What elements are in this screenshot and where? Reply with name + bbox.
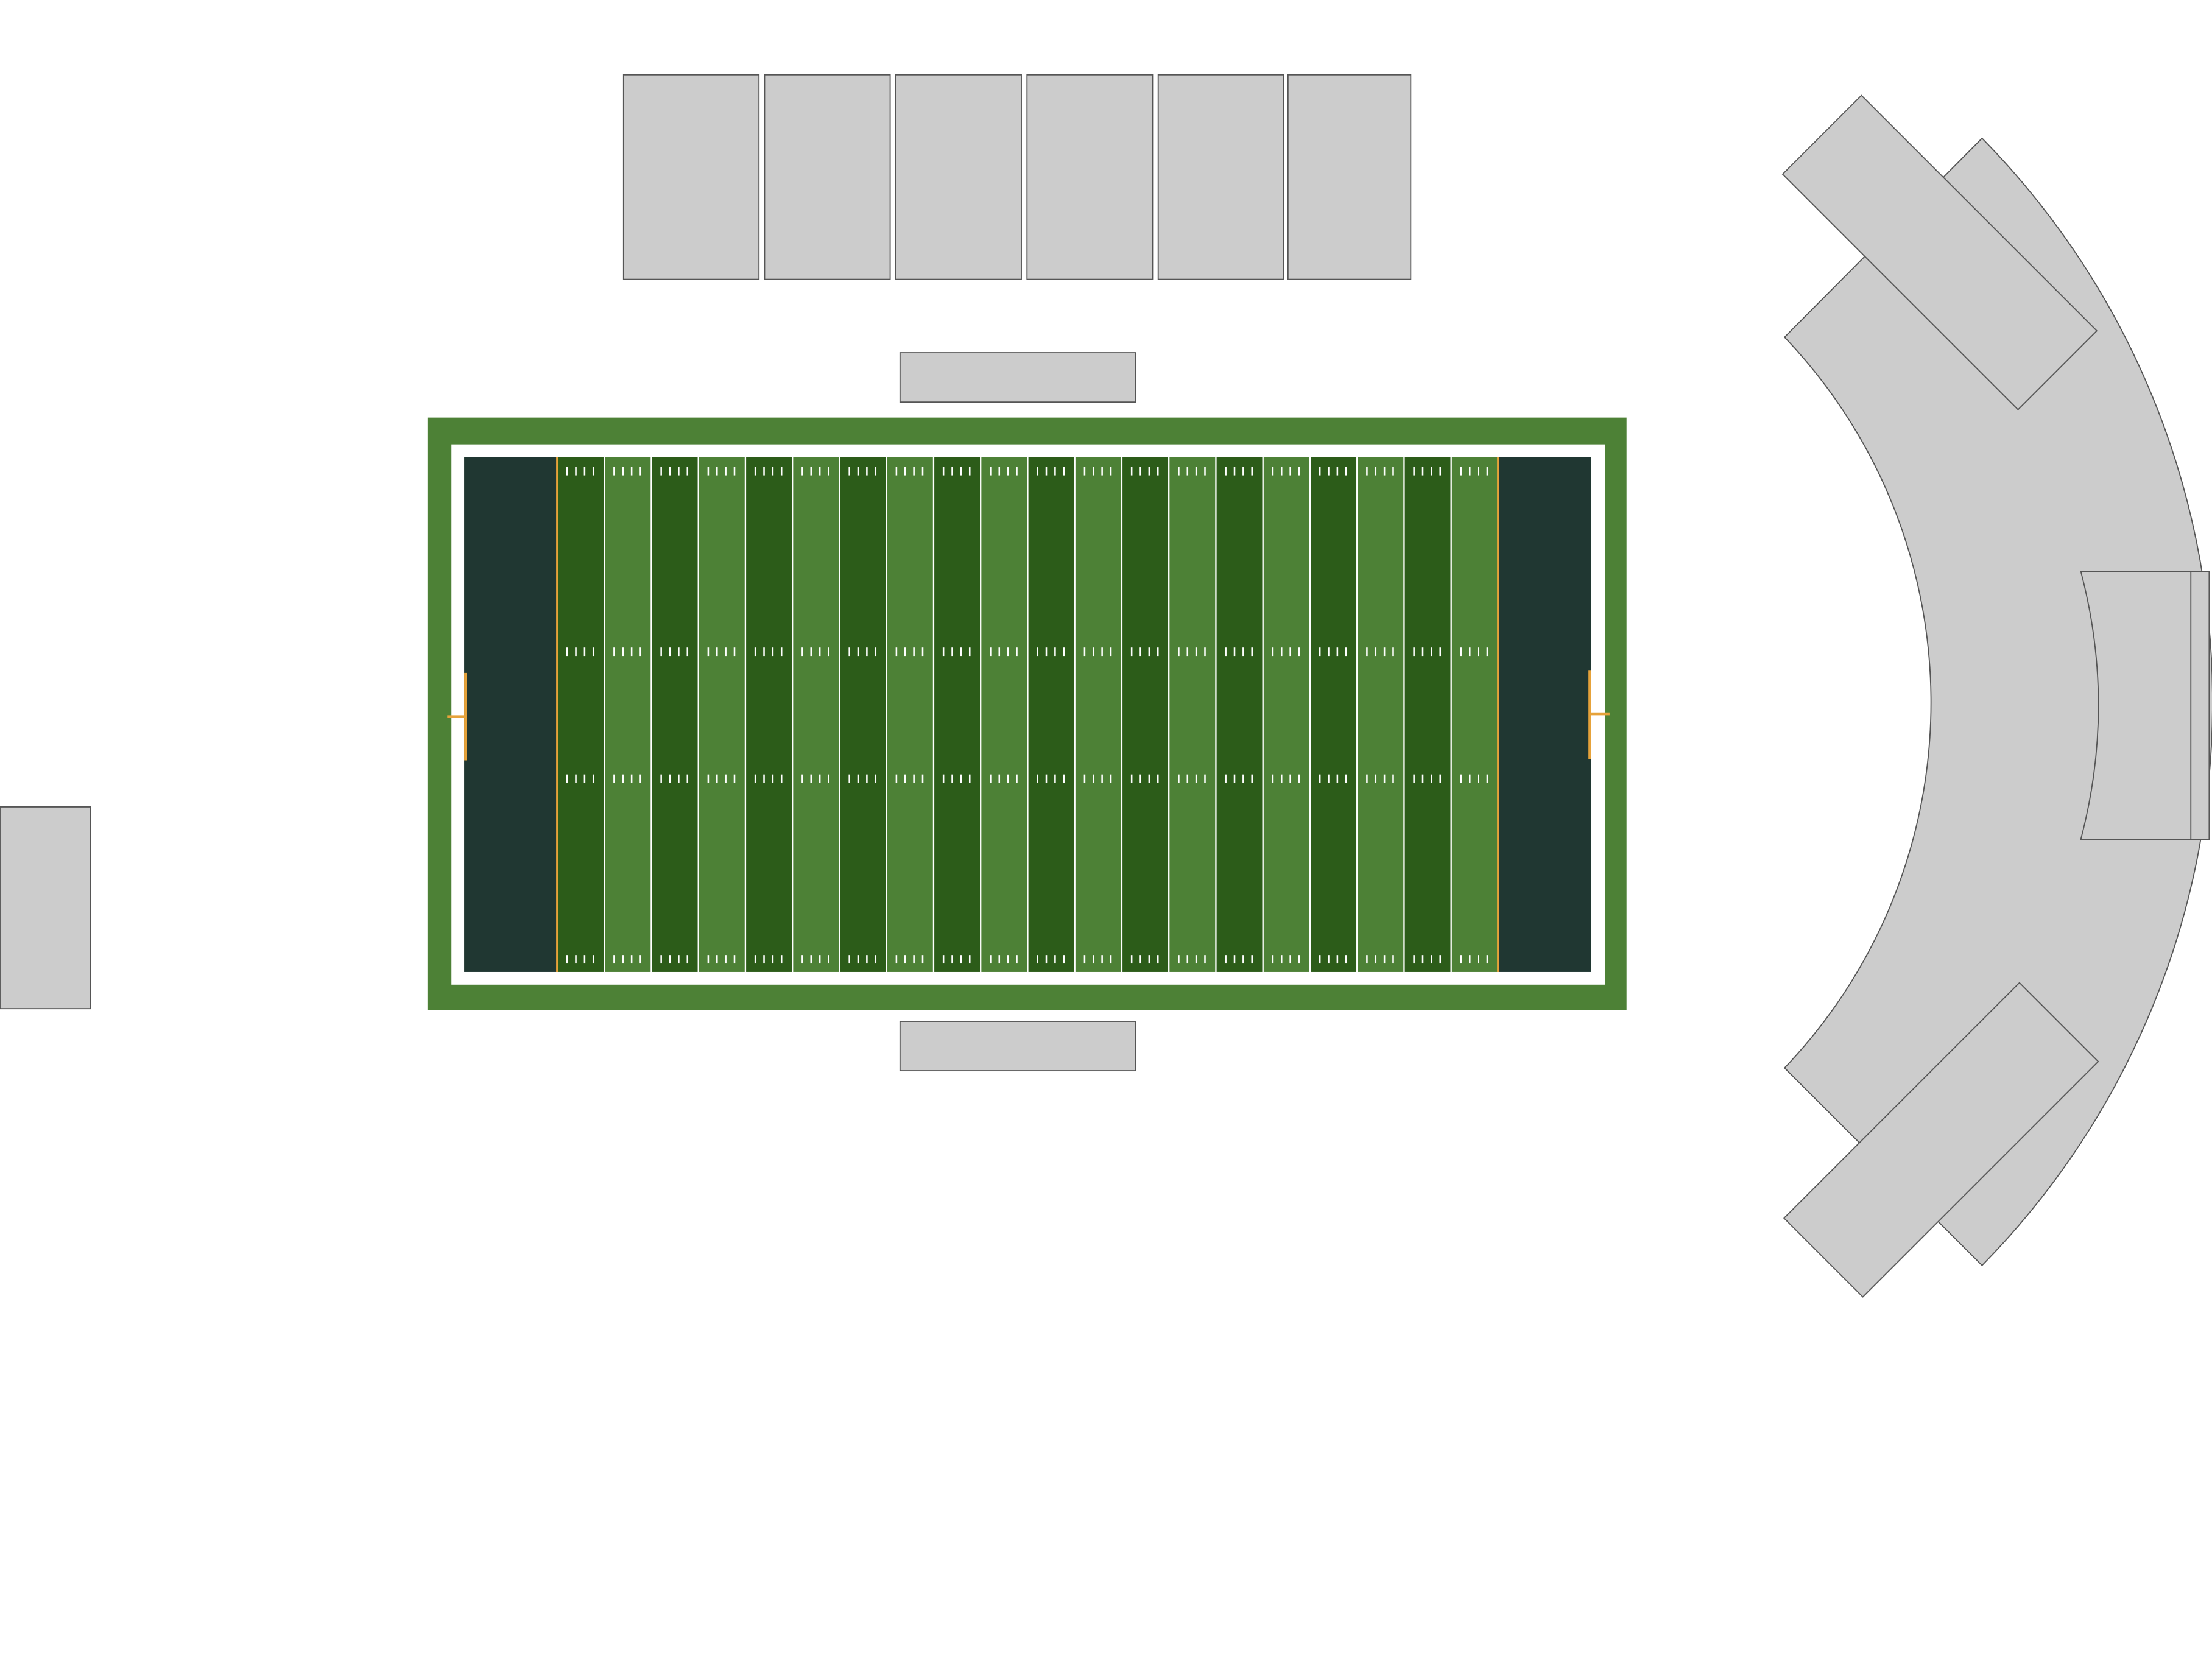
field-stripe <box>1451 457 1498 972</box>
field-stripe <box>1263 457 1310 972</box>
endzone-west[interactable] <box>464 457 557 972</box>
south-team-area[interactable] <box>899 1021 1136 1072</box>
east-stands <box>1781 94 2212 1298</box>
north-stand-section-1[interactable] <box>622 74 760 280</box>
field-stripe <box>604 457 652 972</box>
field-stripe <box>1404 457 1451 972</box>
field-stripes <box>557 457 1498 972</box>
goalpost-west <box>447 672 467 761</box>
field-stripe <box>1309 457 1358 972</box>
field-stripe <box>1121 457 1169 972</box>
east-stand-arc[interactable] <box>1783 137 2212 1267</box>
north-stand-section-5[interactable] <box>1157 74 1284 280</box>
north-stand-section-2[interactable] <box>764 74 891 280</box>
football-field <box>427 417 1627 1010</box>
north-team-area[interactable] <box>899 352 1136 403</box>
field-stripe <box>1074 457 1122 972</box>
field-stripe <box>1169 457 1216 972</box>
field-stripe <box>981 457 1028 972</box>
field-stripe <box>698 457 745 972</box>
north-stands <box>622 74 1412 280</box>
north-stand-section-6[interactable] <box>1287 74 1412 280</box>
east-stand-box-center[interactable] <box>2080 571 2210 840</box>
hash-marks <box>566 467 1488 964</box>
field-stripe <box>792 457 840 972</box>
goalpost-east <box>1588 670 1610 759</box>
field-stripe <box>1027 457 1075 972</box>
field-stripe <box>839 457 887 972</box>
west-stand[interactable] <box>0 806 91 1010</box>
east-stand-box-south[interactable] <box>1783 982 2099 1298</box>
field-stripe <box>1357 457 1404 972</box>
field-stripe <box>933 457 981 972</box>
field-stripe <box>886 457 934 972</box>
endzone-east[interactable] <box>1498 457 1591 972</box>
field-stripe <box>1216 457 1263 972</box>
north-stand-section-4[interactable] <box>1026 74 1154 280</box>
east-stand-box-north[interactable] <box>1781 94 2098 410</box>
north-stand-section-3[interactable] <box>895 74 1022 280</box>
field-stripe <box>557 457 605 972</box>
field-stripe <box>745 457 793 972</box>
field-stripe <box>651 457 699 972</box>
